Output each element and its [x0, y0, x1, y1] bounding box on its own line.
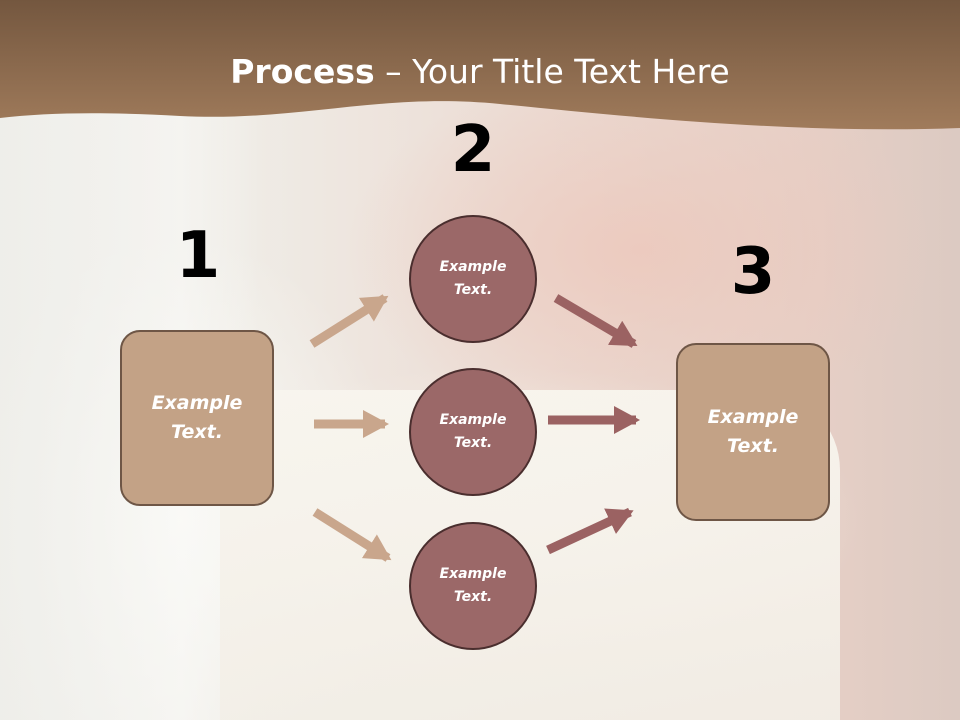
- step-3-label: Example Text.: [707, 406, 799, 457]
- step-1-label: Example Text.: [151, 392, 243, 443]
- step-1-box: Example Text.: [120, 330, 274, 506]
- step-3-box: Example Text.: [676, 343, 830, 521]
- step-number-3: 3: [730, 235, 776, 309]
- step-number-2: 2: [450, 113, 496, 187]
- step-2-circle-middle: Example Text.: [409, 368, 537, 496]
- title-banner: [0, 0, 960, 130]
- arrow-1-to-bottom: [312, 508, 392, 562]
- step-number-1: 1: [175, 219, 221, 293]
- step-2-top-label: Example Text.: [439, 259, 507, 298]
- slide-title: Process – Your Title Text Here: [230, 52, 730, 91]
- arrow-bottom-to-3: [546, 507, 634, 555]
- step-2-bottom-label: Example Text.: [439, 566, 507, 605]
- step-2-circle-top: Example Text.: [409, 215, 537, 343]
- step-2-circle-bottom: Example Text.: [409, 522, 537, 650]
- step-2-middle-label: Example Text.: [439, 412, 507, 451]
- arrow-1-to-top: [309, 294, 389, 348]
- arrow-top-to-3: [553, 294, 638, 348]
